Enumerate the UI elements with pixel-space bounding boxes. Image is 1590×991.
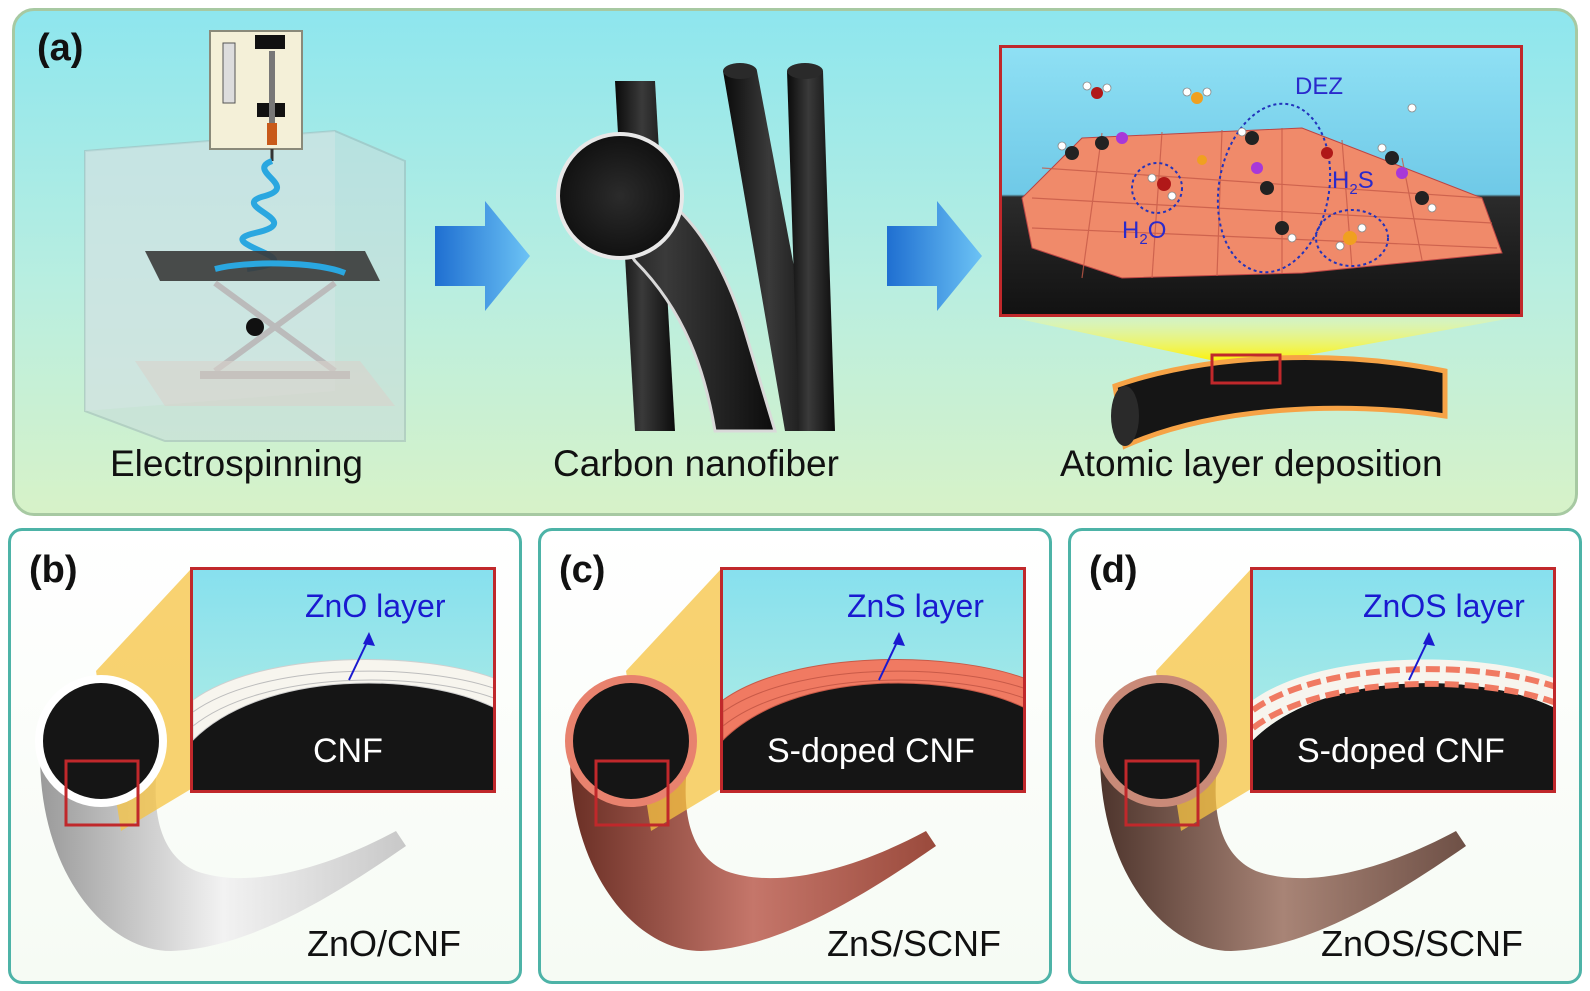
dez-label: DEZ bbox=[1295, 73, 1343, 100]
panel-b-fiber bbox=[35, 569, 406, 951]
panel-c-layer-illustration bbox=[723, 632, 1023, 790]
ald-inset: DEZ H2S H2O bbox=[999, 45, 1523, 317]
panel-c-inset: ZnS layer S-doped CNF bbox=[720, 567, 1026, 793]
panel-b-core-label: CNF bbox=[313, 732, 383, 770]
panel-b-layer-illustration bbox=[193, 632, 493, 790]
ald-surface-illustration: DEZ H2S H2O bbox=[1021, 73, 1503, 279]
panel-d-inset: ZnOS layer S-doped CNF bbox=[1250, 567, 1556, 793]
panel-c-label: (c) bbox=[559, 549, 606, 591]
panel-c: (c) ZnS layer S-doped CNF ZnS/SCNF bbox=[538, 528, 1052, 984]
panel-b-name: ZnO/CNF bbox=[307, 923, 462, 964]
panel-d-name: ZnOS/SCNF bbox=[1321, 923, 1524, 964]
panel-a-label: (a) bbox=[37, 27, 84, 69]
panel-d-layer-label: ZnOS layer bbox=[1363, 588, 1525, 624]
panel-b: (b) ZnO layer CNF ZnO/CNF bbox=[8, 528, 522, 984]
panel-c-core-label: S-doped CNF bbox=[767, 732, 975, 770]
panel-c-layer-label: ZnS layer bbox=[847, 588, 984, 624]
process-arrow-1 bbox=[435, 201, 530, 311]
h2o-label: H2O bbox=[1122, 217, 1166, 248]
panel-b-layer-label: ZnO layer bbox=[305, 588, 446, 624]
panel-d-layer-illustration bbox=[1253, 632, 1553, 790]
caption-ald: Atomic layer deposition bbox=[1060, 443, 1443, 484]
electrospinning-apparatus bbox=[84, 30, 406, 442]
panel-b-label: (b) bbox=[29, 549, 78, 591]
process-arrow-2 bbox=[887, 201, 982, 311]
panel-a: (a) DEZ H2S H2O bbox=[12, 8, 1578, 516]
panel-b-inset: ZnO layer CNF bbox=[190, 567, 496, 793]
panel-d-label: (d) bbox=[1089, 549, 1138, 591]
carbon-nanofiber-illustration bbox=[556, 63, 835, 433]
panel-d: (d) ZnOS layer S-doped CNF ZnOS/SCNF bbox=[1068, 528, 1582, 984]
caption-carbon-nanofiber: Carbon nanofiber bbox=[553, 443, 839, 484]
h2s-label: H2S bbox=[1332, 167, 1374, 198]
panel-c-fiber bbox=[565, 569, 936, 951]
ald-fiber bbox=[1111, 353, 1448, 450]
panel-a-illustration bbox=[84, 30, 1523, 450]
panel-d-fiber bbox=[1095, 569, 1466, 951]
zoom-beam bbox=[1005, 316, 1523, 361]
caption-electrospinning: Electrospinning bbox=[110, 443, 363, 484]
panel-d-core-label: S-doped CNF bbox=[1297, 732, 1505, 770]
panel-c-name: ZnS/SCNF bbox=[827, 923, 1002, 964]
